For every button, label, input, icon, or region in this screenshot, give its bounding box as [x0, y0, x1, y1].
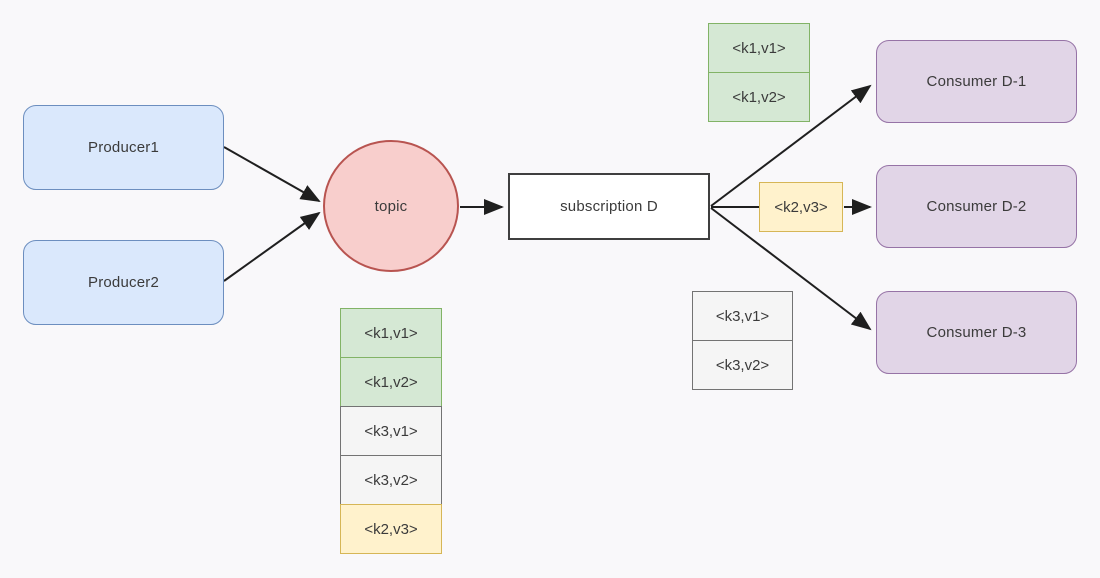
- subscription-label: subscription D: [560, 198, 658, 215]
- message-cell: <k1,v1>: [708, 23, 810, 73]
- consumer3-label: Consumer D-3: [926, 324, 1027, 341]
- arrow-producer1-to-topic: [223, 146, 321, 202]
- message-cell: <k1,v2>: [708, 72, 810, 122]
- message-cell: <k2,v3>: [340, 504, 442, 554]
- consumer1-label: Consumer D-1: [926, 73, 1027, 90]
- message-batch-k2: <k2,v3>: [759, 182, 843, 232]
- consumer2-label: Consumer D-2: [926, 198, 1027, 215]
- message-batch-k3: <k3,v1> <k3,v2>: [692, 291, 793, 390]
- topic-node: topic: [323, 140, 459, 272]
- message-cell: <k1,v1>: [340, 308, 442, 358]
- message-cell: <k3,v2>: [340, 455, 442, 505]
- subscription-node: subscription D: [508, 173, 710, 240]
- message-cell: <k1,v2>: [340, 357, 442, 407]
- arrow-subscription-to-consumer1: [710, 84, 872, 207]
- consumer3-node: Consumer D-3: [876, 291, 1077, 374]
- message-batch-k1: <k1,v1> <k1,v2>: [708, 23, 810, 122]
- message-cell: <k3,v2>: [692, 340, 793, 390]
- producer2-node: Producer2: [23, 240, 224, 325]
- message-cell: <k2,v3>: [759, 182, 843, 232]
- topic-label: topic: [374, 197, 408, 215]
- consumer1-node: Consumer D-1: [876, 40, 1077, 123]
- producer1-node: Producer1: [23, 105, 224, 190]
- message-cell: <k3,v1>: [340, 406, 442, 456]
- producer2-label: Producer2: [87, 274, 159, 291]
- message-cell: <k3,v1>: [692, 291, 793, 341]
- topic-message-queue: <k1,v1> <k1,v2> <k3,v1> <k3,v2> <k2,v3>: [340, 308, 442, 554]
- consumer2-node: Consumer D-2: [876, 165, 1077, 248]
- arrow-producer2-to-topic: [223, 211, 321, 282]
- producer1-label: Producer1: [87, 139, 159, 156]
- arrow-subscription-to-consumer3: [710, 207, 872, 331]
